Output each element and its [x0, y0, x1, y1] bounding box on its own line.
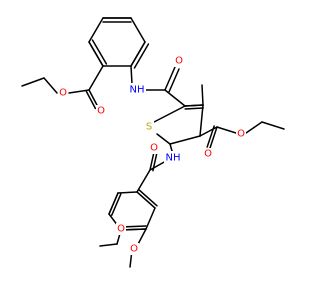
bond-thiophene-double [184, 104, 204, 107]
atom-mask [58, 87, 68, 99]
molecule-structure: O O NH O O O S NH O O O [21, 17, 285, 268]
bond-aromatic [130, 17, 146, 43]
bond-thiophene [199, 104, 204, 137]
bond-ester [88, 65, 104, 91]
atom-o-ester-right-single: O [237, 129, 245, 140]
atom-mask [203, 148, 213, 160]
atom-o-ester-top-carbonyl: O [97, 106, 105, 117]
bond-aromatic-double [108, 192, 119, 215]
atom-mask [116, 223, 126, 235]
bond-amide-to-aryl [136, 169, 151, 193]
atom-nh-mid: NH [166, 153, 181, 164]
bond-aromatic-double [133, 43, 150, 69]
bond-ethyl [21, 77, 45, 87]
bond-thiophene-double [184, 107, 204, 110]
bond-aromatic-double [111, 193, 122, 216]
atom-o-amide-top: O [175, 56, 183, 67]
bond-ethyl [261, 121, 285, 130]
atom-mask [129, 243, 139, 255]
atom-o-methoxy-upper: O [117, 224, 125, 235]
bond-thiophene [156, 133, 171, 145]
atom-mask [96, 105, 106, 117]
atom-mask [128, 83, 146, 97]
bond-carbonyl [206, 125, 215, 148]
bond-thiophene [169, 135, 201, 145]
bond-aromatic [145, 207, 156, 230]
bond-aromatic [88, 17, 104, 43]
bond-layer [21, 17, 285, 268]
atom-nh-top: NH [130, 85, 145, 96]
bond-aromatic-double [138, 189, 158, 207]
bond-amide-carbonyl [149, 151, 155, 171]
bond-aniline [130, 65, 133, 85]
atom-s-thiophene: S [146, 122, 152, 133]
atom-mask [149, 142, 159, 154]
atom-mask [144, 120, 154, 134]
bond-amide-nh [169, 143, 173, 152]
bond-amide-carbonyl [164, 66, 176, 91]
bond-methyl [201, 84, 204, 106]
bond-amide-carbonyl [152, 151, 158, 172]
bond-aromatic-double [136, 191, 156, 209]
atom-mask [174, 55, 184, 67]
bond-aromatic-double [91, 39, 108, 65]
bond-amide-to-thiophene [164, 89, 186, 107]
bond-ester-oxygen [216, 126, 237, 134]
bond-aromatic [117, 191, 138, 194]
bond-thiophene [153, 105, 186, 123]
atom-mask [164, 151, 182, 165]
atom-o-ester-top-single: O [59, 88, 67, 99]
bond-aromatic-double [130, 41, 146, 67]
bond-ester-oxygen [68, 89, 90, 94]
bond-methoxy-methyl [99, 243, 118, 247]
atom-o-ester-right-carbonyl: O [204, 149, 212, 160]
bond-ester [199, 126, 218, 137]
bond-ethyl [43, 77, 58, 94]
bond-carbonyl [88, 89, 99, 108]
atom-o-amide-mid: O [150, 143, 158, 154]
bond-carbonyl [209, 126, 218, 149]
bond-carbonyl [85, 90, 97, 110]
bond-aromatic-double [88, 41, 104, 67]
bond-ethyl [245, 121, 263, 134]
bond-amide-carbonyl [168, 68, 180, 93]
atom-label-layer: O O NH O O O S NH O O O [58, 55, 246, 255]
atom-mask [236, 128, 246, 140]
atom-o-methoxy-lower: O [130, 244, 138, 255]
